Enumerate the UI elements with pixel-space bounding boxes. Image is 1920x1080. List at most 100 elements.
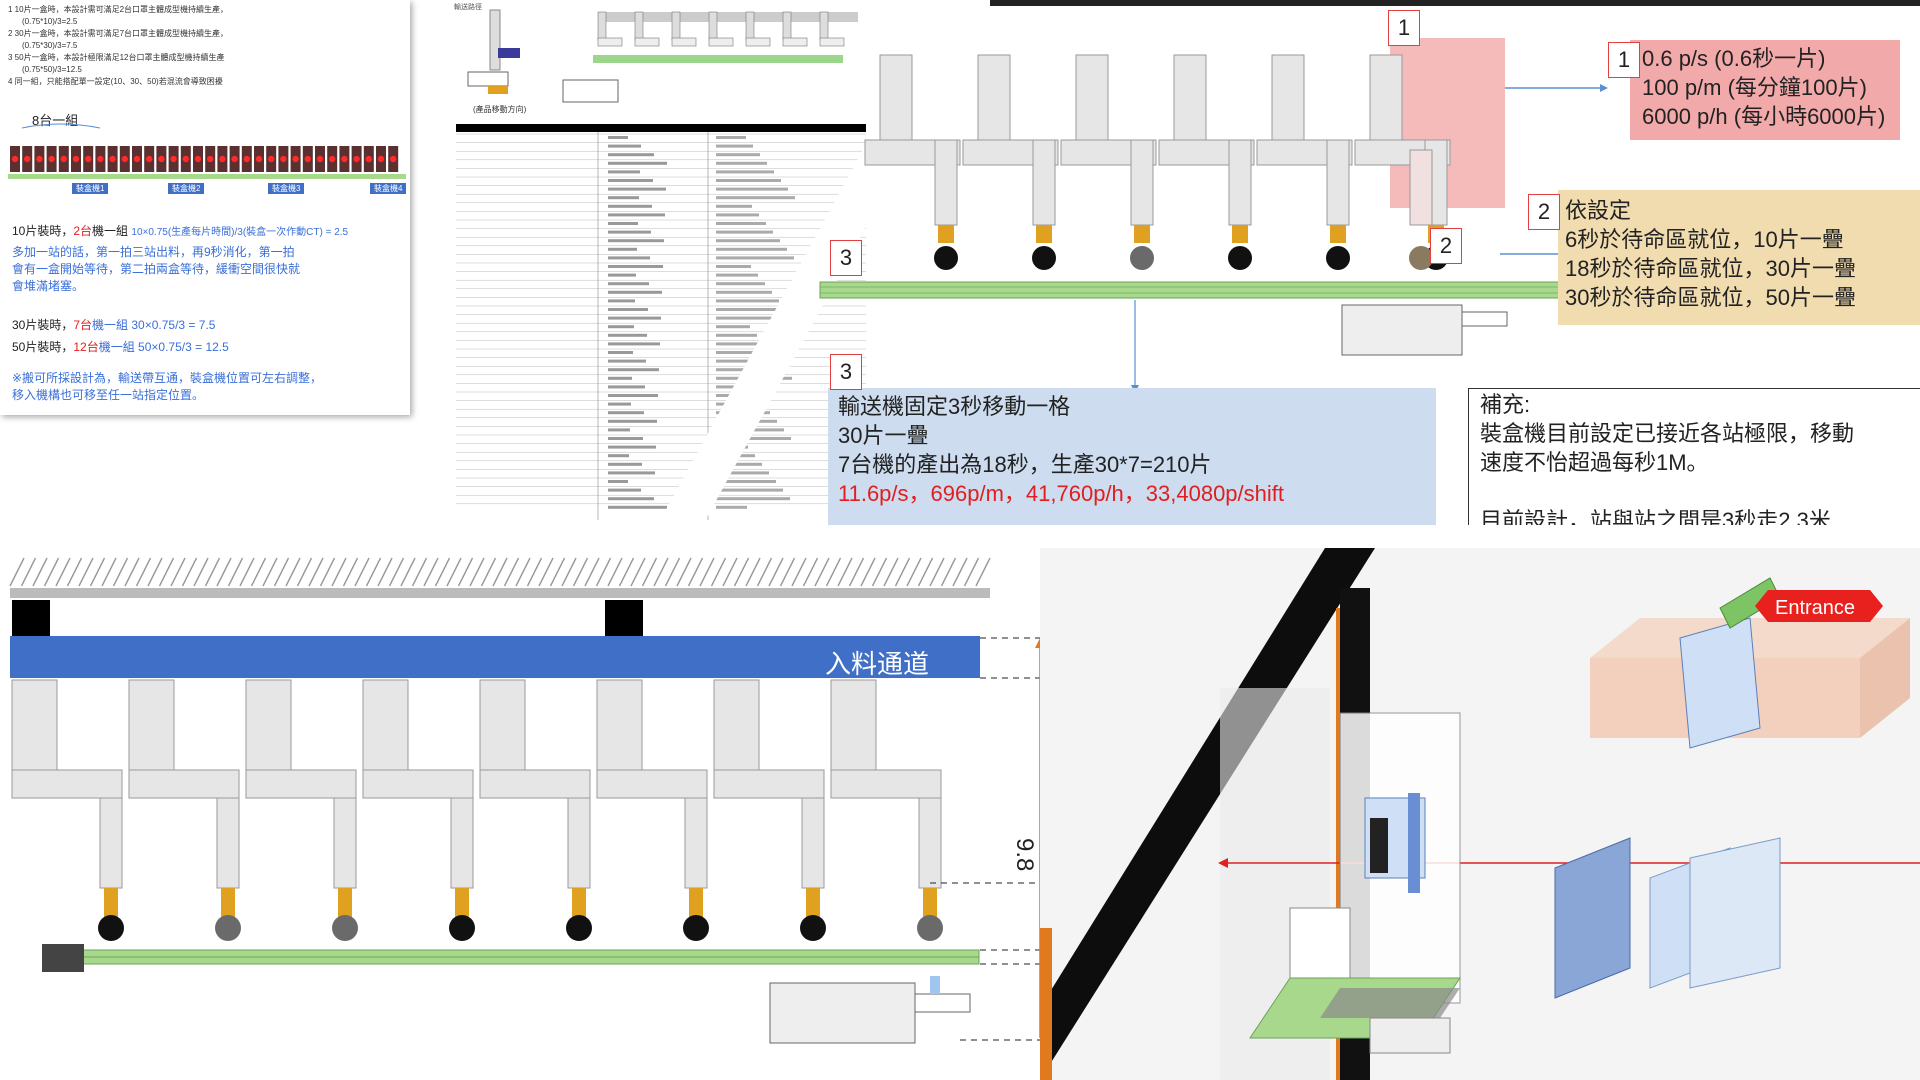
table-cell-text [608,299,635,303]
table-cell-text [608,411,644,415]
entrance-label: Entrance [1775,597,1856,619]
hatch-line [400,557,416,587]
table-cell-text [716,411,770,415]
requirement-line: 1 10片一盒時，本設計需可滿足2台口罩主體成型機持續生產， [8,5,229,14]
table-cell-text [608,376,632,380]
table-cell-text [608,385,645,389]
table-cell-text [608,273,636,277]
hatch-line [860,557,876,587]
machine-dot [121,155,128,163]
table-cell-text [608,144,641,148]
formula-30: 30片裝時，7台機一組 30×0.75/3 = 7.5 [12,316,215,333]
hatch-line [745,557,761,587]
suction-head [1326,246,1350,270]
feed-arm-bracket [713,769,825,799]
thumb-arm-foot [745,37,771,47]
gripper-stem [1409,149,1433,226]
machine-dot [304,155,311,163]
supplement-line [1480,477,1854,506]
formula-mid: 機一組 [92,224,129,238]
hatch-line [66,557,83,587]
hatch-line [676,557,692,587]
table-cell-text [716,179,781,182]
hatch-line [630,557,646,587]
hatch-line [193,557,209,587]
box2-line: 30秒於待命區就位，50片一疊 [1565,285,1856,310]
hatch-line [883,557,899,587]
table-cell-text [608,394,658,397]
table-cell-text [716,428,784,432]
machine-dot [231,155,238,163]
suction-head [934,246,958,270]
hatch-line [285,557,301,587]
hatch-line [388,557,405,587]
table-cell-text [608,316,661,320]
channel-diagram [9,557,1075,1044]
table-cell-text [608,239,664,243]
gripper-joint [1232,225,1248,243]
table-cell-text [608,419,657,423]
hatch-line [687,557,704,587]
table-cell-text [716,153,760,157]
table-cell-text [716,368,785,372]
table-cell-text [608,333,647,337]
table-cell-text [716,204,752,208]
hatch-line [239,557,255,587]
hatch-line [503,557,520,587]
formula-prefix: 50片裝時， [12,340,74,354]
table-cell-text [608,170,640,174]
feed-arm [830,679,877,771]
feed-arm-stem [216,797,240,889]
table-cell-text [716,136,746,139]
machine-dot [280,155,287,163]
box3-line: 7台機的產出為18秒，生產30*7=210片 [838,452,1212,477]
hatch-line [894,557,911,587]
formula-10: 10片裝時，2台機一組 10×0.75(生產每片時間)/3(裝盒一次作動CT) … [12,222,348,239]
feed-arm-joint [689,888,703,918]
suction-head [1228,246,1252,270]
feed-arm-stem [567,797,591,889]
requirement-line: 4 同一組，只能搭配單一設定(10、30、50)若混流會導致困擾 [8,77,223,86]
hatch-line [308,557,324,587]
table-cell-text [716,480,776,483]
machine-dot [24,155,31,163]
hatch-line [722,557,738,587]
machine-dot [243,155,250,163]
thumb-arm [708,11,718,41]
feed-arm [479,679,526,771]
hatch-line [342,557,359,587]
table-cell-text [608,153,654,157]
hatch-line [273,557,290,587]
feed-arm-stem [99,797,123,889]
thumb-arm-foot [708,37,734,47]
table-cell-text [716,359,778,363]
hatch-line [699,557,715,587]
feed-arm-joint [923,888,937,918]
hatch-line [227,557,244,587]
table-cell-text [716,325,750,329]
thumb-arm [634,11,644,41]
hatch-line [952,557,968,587]
hatch-line [515,557,531,587]
requirement-line: (0.75*10)/3=2.5 [22,17,78,26]
table-cell-text [608,488,641,492]
hatch-line [906,557,922,587]
table-cell-text [716,333,757,337]
box-machine [1341,304,1463,356]
hatch-line [641,557,658,587]
hatch-line [940,557,957,587]
marker-1: 1 [1388,10,1420,46]
suction-head [1032,246,1056,270]
info-box-1 [1630,40,1900,140]
thumb-arm-foot [597,37,623,47]
table-cell-text [716,161,767,165]
gripper-column [1075,54,1109,146]
note-line: 會有一盒開始等待，第二拍兩盒等待，緩衝空間很快就 [12,262,301,276]
supplement-line: 補充: [1480,392,1531,417]
feed-suction-head [683,915,709,941]
gripper-joint [938,225,954,243]
hatch-line [9,557,25,587]
thumb-arm [745,11,755,41]
machine-dot [377,155,385,163]
gripper-column [879,54,913,146]
